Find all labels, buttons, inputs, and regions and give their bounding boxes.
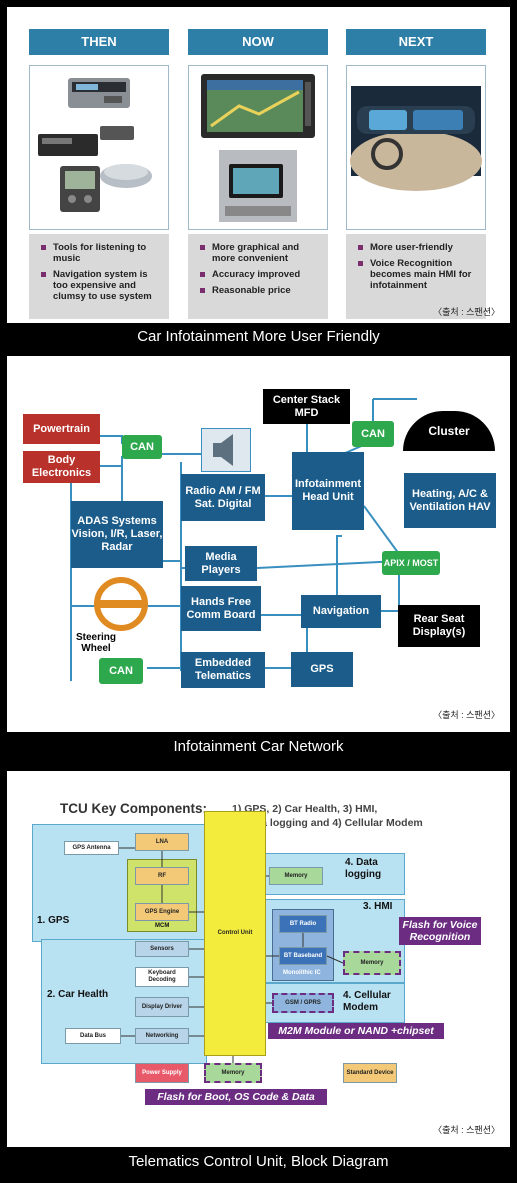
column-then: THEN Tools for listening to music Naviga…	[29, 29, 169, 319]
center-stack-node: Center Stack MFD	[263, 389, 350, 424]
column-next: NEXT More user-friendly Voice Recognitio…	[346, 29, 486, 319]
bt-radio-box: BT Radio	[279, 915, 327, 933]
media-players-node: Media Players	[185, 546, 257, 581]
hvac-node: Heating, A/C & Ventilation HAV	[404, 473, 496, 528]
next-dashboard-image	[346, 65, 486, 230]
bullet-item: More graphical and more convenient	[198, 242, 322, 264]
sensors-box: Sensors	[135, 941, 189, 957]
speaker-icon	[201, 428, 251, 472]
source-note: 〈출처 : 스팬션〉	[433, 1125, 500, 1135]
control-unit-box: Control Unit	[204, 811, 266, 1056]
lna-box: LNA	[135, 833, 189, 851]
can-node: CAN	[352, 421, 394, 447]
telematics-node: Embedded Telematics	[181, 652, 265, 688]
flash-voice-label: Flash for Voice Recognition	[399, 917, 481, 945]
can-node: CAN	[122, 435, 162, 459]
navigation-node: Navigation	[301, 595, 381, 628]
column-heading: NOW	[188, 29, 328, 55]
powertrain-node: Powertrain	[23, 414, 100, 444]
display-driver-box: Display Driver	[135, 997, 189, 1017]
source-note: 〈출처 : 스팬션〉	[433, 710, 500, 720]
section-label-data-logging: 4. Data logging	[345, 857, 382, 880]
panel-caption: Infotainment Car Network	[173, 738, 344, 755]
bullet-item: More user-friendly	[356, 242, 480, 253]
memory-boot-box: Memory	[204, 1063, 262, 1083]
tcu-subtitle-line2: 4) Data logging and 4) Cellular Modem	[232, 817, 423, 829]
mcm-label: MCM	[155, 923, 170, 929]
power-supply-box: Power Supply	[135, 1063, 189, 1083]
then-devices-image	[29, 65, 169, 230]
steering-wheel-icon	[93, 576, 149, 632]
radio-node: Radio AM / FM Sat. Digital	[181, 474, 265, 521]
monolithic-ic-label: Monolithic IC	[283, 970, 321, 976]
column-now: NOW More graphical and more convenient A…	[188, 29, 328, 319]
memory-hmi-box: Memory	[343, 951, 401, 975]
bullet-item: Reasonable price	[198, 285, 322, 296]
now-navigation-image	[188, 65, 328, 230]
panel-infotainment-network: Powertrain Body Electronics CAN ADAS Sys…	[7, 356, 510, 732]
m2m-label: M2M Module or NAND +chipset	[268, 1023, 444, 1039]
body-electronics-node: Body Electronics	[23, 451, 100, 483]
bullet-item: Accuracy improved	[198, 269, 322, 280]
networking-box: Networking	[135, 1028, 189, 1044]
keyboard-box: Keyboard Decoding	[135, 967, 189, 987]
gps-engine-box: GPS Engine	[135, 903, 189, 921]
apix-most-node: APIX / MOST	[382, 551, 440, 575]
rear-seat-node: Rear Seat Display(s)	[398, 605, 480, 647]
hands-free-node: Hands Free Comm Board	[181, 586, 261, 631]
panel-infotainment-evolution: THEN Tools for listening to music Naviga…	[7, 7, 510, 323]
column-bullets: More user-friendly Voice Recognition bec…	[346, 234, 486, 319]
panel-caption: Car Infotainment More User Friendly	[137, 328, 380, 345]
gps-antenna-box: GPS Antenna	[64, 841, 119, 855]
bt-baseband-box: BT Baseband	[279, 947, 327, 965]
gps-node: GPS	[291, 652, 353, 687]
memory-log-box: Memory	[269, 867, 323, 885]
rf-box: RF	[135, 867, 189, 885]
tcu-subtitle-line1: 1) GPS, 2) Car Health, 3) HMI,	[232, 803, 378, 815]
steering-wheel-label: Steering Wheel	[75, 632, 116, 654]
panel-tcu-block-diagram: TCU Key Components: 1) GPS, 2) Car Healt…	[7, 771, 510, 1147]
section-label-gps: 1. GPS	[37, 915, 70, 926]
flash-boot-label: Flash for Boot, OS Code & Data	[145, 1089, 327, 1105]
gsm-gprs-box: GSM / GPRS	[272, 993, 334, 1013]
standard-device-box: Standard Device	[343, 1063, 397, 1083]
tcu-title: TCU Key Components:	[60, 801, 208, 816]
head-unit-node: Infotainment Head Unit	[292, 452, 364, 530]
section-label-car-health: 2. Car Health	[47, 989, 109, 1000]
column-heading: NEXT	[346, 29, 486, 55]
bullet-item: Voice Recognition becomes main HMI for i…	[356, 258, 480, 291]
bullet-item: Tools for listening to music	[39, 242, 163, 264]
can-node: CAN	[99, 658, 143, 684]
data-bus-box: Data Bus	[65, 1028, 121, 1044]
section-label-hmi: 3. HMI	[363, 901, 393, 912]
bullet-item: Navigation system is too expensive and c…	[39, 269, 163, 302]
source-note: 〈출처 : 스팬션〉	[433, 307, 500, 317]
column-heading: THEN	[29, 29, 169, 55]
adas-node: ADAS Systems Vision, I/R, Laser, Radar	[71, 501, 163, 568]
section-label-cellular: 4. Cellular Modem	[343, 990, 391, 1013]
column-bullets: Tools for listening to music Navigation …	[29, 234, 169, 319]
column-bullets: More graphical and more convenient Accur…	[188, 234, 328, 319]
panel-caption: Telematics Control Unit, Block Diagram	[128, 1153, 389, 1170]
